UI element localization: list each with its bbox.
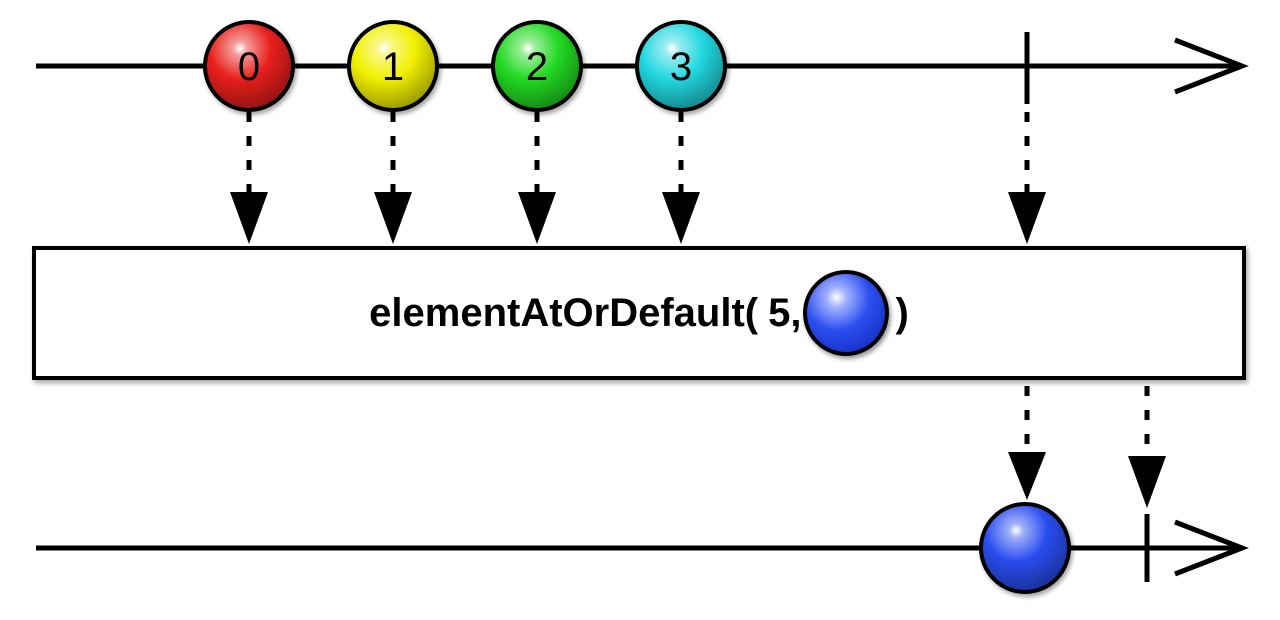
input-marbles: 0 1 2 3	[203, 20, 727, 112]
input-marble-1: 1	[347, 20, 439, 112]
connector-arrow	[518, 112, 556, 244]
input-marble-2-label: 2	[526, 45, 548, 89]
connector-arrow	[374, 112, 412, 244]
input-marble-1-label: 1	[382, 45, 404, 89]
connector-arrow	[230, 112, 268, 244]
output-marble-default-circle	[979, 502, 1071, 594]
output-marbles	[979, 502, 1071, 594]
input-marble-0: 0	[203, 20, 295, 112]
input-marble-3-circle	[635, 20, 727, 112]
default-value-marble	[803, 270, 890, 356]
output-marble-default	[979, 502, 1071, 594]
input-marble-0-circle	[203, 20, 295, 112]
operator-args: 5,	[768, 290, 802, 335]
operator-close: )	[895, 290, 909, 335]
output-connectors	[1008, 386, 1166, 508]
input-connectors	[230, 112, 1046, 244]
input-marble-2: 2	[491, 20, 583, 112]
input-marble-3-label: 3	[670, 45, 692, 89]
input-marble-2-circle	[491, 20, 583, 112]
connector-arrow	[1008, 112, 1046, 244]
connector-arrow	[1128, 386, 1166, 508]
operator-box: elementAtOrDefault( 5, )	[32, 246, 1246, 380]
operator-label: elementAtOrDefault( 5, )	[36, 250, 1242, 376]
operator-name: elementAtOrDefault(	[369, 290, 759, 335]
connector-arrow	[662, 112, 700, 244]
input-marble-0-label: 0	[238, 45, 260, 89]
input-marble-3: 3	[635, 20, 727, 112]
input-marble-1-circle	[347, 20, 439, 112]
connector-arrow	[1008, 386, 1046, 500]
